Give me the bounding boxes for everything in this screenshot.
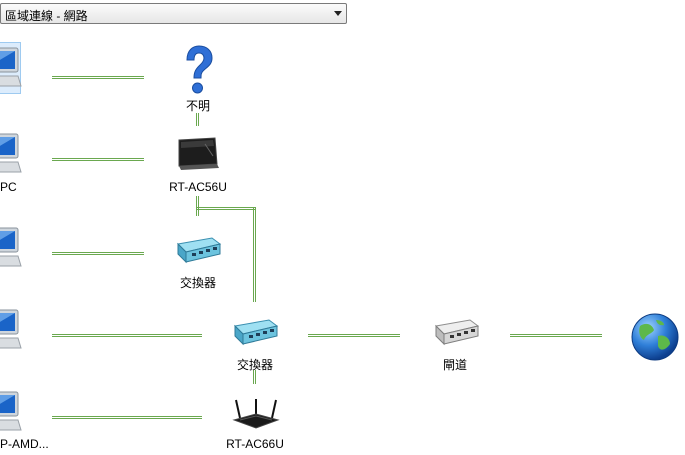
link-pc5-router <box>52 416 202 419</box>
link-pc1-unknown <box>52 76 144 79</box>
link-router-across <box>196 207 256 210</box>
link-router-switch <box>253 207 256 302</box>
computer-icon[interactable] <box>0 308 22 354</box>
link-pc3-switch <box>52 252 144 255</box>
computer-icon[interactable] <box>0 226 22 272</box>
switch-icon[interactable] <box>172 236 222 266</box>
router-ac56u-label: RT-AC56U <box>169 180 227 194</box>
link-unknown-router <box>196 113 199 126</box>
link-pc2-router <box>52 158 144 161</box>
globe-icon[interactable] <box>630 312 680 362</box>
link-switch-gateway <box>308 334 400 337</box>
unknown-device-label: 不明 <box>185 99 210 113</box>
switch-main-label: 交換器 <box>236 358 273 372</box>
question-icon[interactable] <box>181 44 217 96</box>
switch-upper-label: 交換器 <box>179 276 216 290</box>
link-router-down <box>196 196 199 216</box>
wireless-router-icon[interactable] <box>232 398 280 430</box>
link-pc4-switch <box>52 334 202 337</box>
switch-icon[interactable] <box>229 318 279 348</box>
computer-icon[interactable] <box>0 390 22 436</box>
network-selector-value: 區域連線 - 網路 <box>5 9 88 23</box>
pc-label: P-AMD... <box>0 437 49 451</box>
computer-icon[interactable] <box>0 132 22 178</box>
router-ac66u-label: RT-AC66U <box>226 437 284 451</box>
computer-icon[interactable] <box>0 46 22 92</box>
router-icon[interactable] <box>175 136 221 172</box>
pc-label: PC <box>0 180 17 194</box>
network-selector-dropdown[interactable]: 區域連線 - 網路 <box>0 3 347 24</box>
gateway-label: 閘道 <box>442 358 467 372</box>
gateway-icon[interactable] <box>430 318 480 348</box>
link-gateway-internet <box>510 334 602 337</box>
chevron-down-icon <box>334 11 342 16</box>
link-switch-ac66u <box>253 370 256 384</box>
